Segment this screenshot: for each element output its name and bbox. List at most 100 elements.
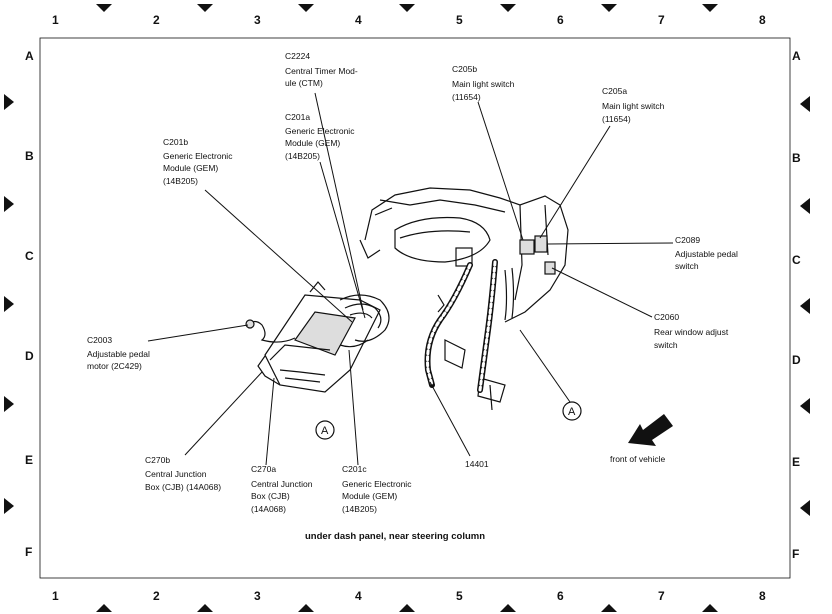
edge-marker [4,498,14,514]
row-label: C [792,253,801,267]
edge-marker [4,296,14,312]
callout-text: Adjustable pedal [87,349,150,359]
column-label: 8 [759,13,766,27]
callout-text: Module (GEM) [285,138,340,148]
row-label: F [792,547,799,561]
edge-marker [601,4,617,12]
row-labels-right: A B C D E F [792,49,801,561]
edge-marker [800,500,810,516]
callout-text: switch [654,340,678,350]
row-label: B [25,149,34,163]
leader-c270b [184,371,263,456]
callout-text: Module (GEM) [163,163,218,173]
callout-text: C2089 [675,235,700,245]
callout-text: (14A068) [251,504,286,514]
row-label: A [792,49,801,63]
leader-c2224 [314,92,364,311]
callout-text: switch [675,261,699,271]
diagram-caption: under dash panel, near steering column [305,531,485,542]
callout-text: Main light switch [602,101,665,111]
edge-marker [4,94,14,110]
column-label: 5 [456,13,463,27]
callout-text: Box (CJB) [251,491,290,501]
callout-text: C270b [145,455,170,465]
leader-c205a [539,125,611,239]
row-label: A [25,49,34,63]
column-label: 8 [759,589,766,603]
column-label: 2 [153,589,160,603]
row-label: D [25,349,34,363]
callout-text: (14B205) [342,504,377,514]
leader-harness [429,381,471,457]
junction-box-assembly [245,281,390,393]
callout-text: C270a [251,464,276,474]
callout-a-left: A [315,420,335,440]
column-label: 6 [557,13,564,27]
edge-marker [197,4,213,12]
callout-c2060: C2060 Rear window adjust switch [654,312,729,350]
edge-marker [500,604,516,612]
callout-c2003: C2003 Adjustable pedal motor (2C429) [87,335,150,371]
row-label: E [25,453,33,467]
callout-text: Generic Electronic [342,479,412,489]
callout-text: Generic Electronic [163,151,233,161]
column-label: 7 [658,589,665,603]
callout-text: Central Junction [145,469,207,479]
callout-text: Adjustable pedal [675,249,738,259]
callout-c201c: C201c Generic Electronic Module (GEM) (1… [342,464,412,514]
callout-c270a: C270a Central Junction Box (CJB) (14A068… [251,464,313,514]
edge-marker [800,398,810,414]
leader-c201b [204,189,353,323]
callout-text: (14B205) [285,151,320,161]
leader-c2060 [551,267,653,318]
edge-marker [601,604,617,612]
leader-c205b [477,101,524,241]
leader-a-right [519,329,571,403]
edge-marker [197,604,213,612]
column-labels-top: 1 2 3 4 5 6 7 8 [52,13,766,27]
edge-marker [96,604,112,612]
leader-c201a [319,161,366,319]
callout-a-right-label: A [568,406,576,418]
row-label: F [25,545,32,559]
callout-text: C2003 [87,335,112,345]
callout-harness: 14401 [465,459,489,469]
column-label: 2 [153,13,160,27]
callout-text: C2224 [285,51,310,61]
callout-text: C201b [163,137,188,147]
callout-c205a: C205a Main light switch (11654) [602,86,665,124]
edge-marker [298,4,314,12]
edge-marker [96,4,112,12]
edge-marker [702,4,718,12]
row-label: E [792,455,800,469]
callout-c2089: C2089 Adjustable pedal switch [675,235,738,271]
column-label: 3 [254,13,261,27]
row-label: D [792,353,801,367]
callout-c205b: C205b Main light switch (11654) [452,64,515,102]
callout-text: 14401 [465,459,489,469]
column-label: 6 [557,589,564,603]
edge-marker [702,604,718,612]
leader-c270a [265,377,275,466]
callout-text: Rear window adjust [654,327,729,337]
edge-marker [800,298,810,314]
leader-c201c [348,349,359,466]
edge-marker [800,198,810,214]
column-label: 7 [658,13,665,27]
column-label: 1 [52,13,59,27]
callout-text: (11654) [602,114,631,124]
callout-text: C201c [342,464,367,474]
column-label: 5 [456,589,463,603]
leader-lines [147,92,674,466]
callout-text: Box (CJB) (14A068) [145,482,221,492]
callout-c270b: C270b Central Junction Box (CJB) (14A068… [145,455,221,492]
callout-text: Main light switch [452,79,515,89]
callout-c201b: C201b Generic Electronic Module (GEM) (1… [163,137,233,186]
callout-text: Central Junction [251,479,313,489]
callout-a-right: A [562,401,582,421]
edge-marker [298,604,314,612]
leader-c2089 [547,242,674,245]
row-labels-left: A B C D E F [25,49,34,559]
edge-marker [800,96,810,112]
callout-text: (11654) [452,92,481,102]
